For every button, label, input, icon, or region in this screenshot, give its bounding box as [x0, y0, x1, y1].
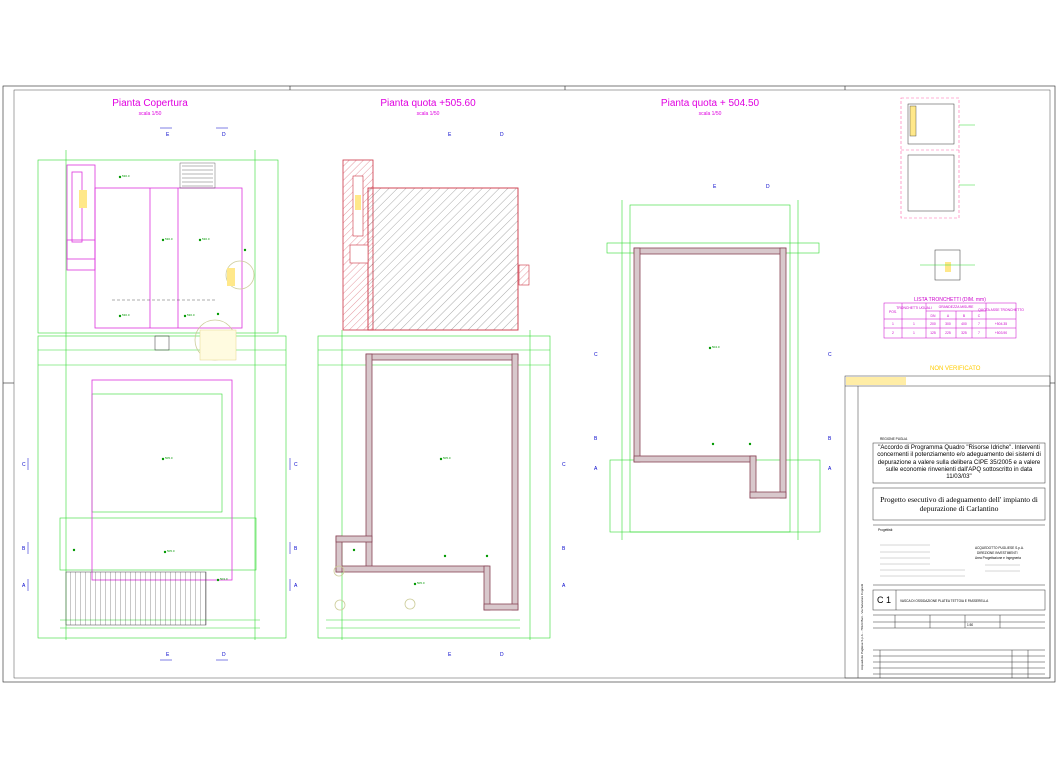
tronchetti-cell: +503.90	[995, 331, 1007, 335]
tronchetti-header-pos: POS.	[889, 310, 897, 314]
tronchetti-header-uguali: TRONCHETTI UGUALI	[896, 306, 931, 310]
svg-text:505.0: 505.0	[443, 456, 451, 460]
svg-text:504.0: 504.0	[712, 345, 720, 349]
axis-d-top-1: D	[222, 132, 226, 138]
axis-a-right-2: A	[562, 583, 566, 589]
axis-c-left-3: C	[594, 352, 598, 358]
svg-text:505.0: 505.0	[165, 456, 173, 460]
plan-scale-quota-504: scala 1/50	[699, 111, 722, 117]
svg-text:503.0: 503.0	[220, 577, 228, 581]
tronchetti-header-quota: QUOTA ASSE TRONCHETTO	[978, 308, 1024, 312]
axis-e-bottom-1: E	[166, 652, 170, 658]
tronchetti-title: LISTA TRONCHETTI (DIM. mm)	[914, 297, 986, 303]
axis-d-bottom-2: D	[500, 652, 504, 658]
tronchetti-cell: 1	[913, 331, 915, 335]
title-block: Acquedotto Pugliese S.p.A. - 70123 Bari …	[844, 375, 1051, 679]
tav-title: VASCA DI OSSIDAZIONE PLATEA TETTOIA E PA…	[900, 599, 989, 603]
tronchetti-cell: 400	[961, 322, 967, 326]
plan-title-copertura: Pianta Copertura	[112, 98, 188, 109]
tronchetti-header-c: C	[978, 314, 981, 318]
svg-text:530.0: 530.0	[165, 237, 173, 241]
tronchetti-cell: 125	[930, 331, 936, 335]
tronchetti-cell: 325	[961, 331, 967, 335]
plan-scale-copertura: scala 1/50	[139, 111, 162, 117]
tronchetti-cell: 300	[945, 322, 951, 326]
svg-text:530.0: 530.0	[202, 237, 210, 241]
company-name: ACQUEDOTTO PUGLIESE S.p.A.	[975, 546, 1024, 550]
axis-b-right-2: B	[562, 546, 566, 552]
axis-c-right-2: C	[562, 462, 566, 468]
project-text-wrap: Progetto esecutivo di adeguamento dell' …	[880, 495, 1038, 513]
tronchetti-cell: 225	[945, 331, 951, 335]
axis-a-left-1: A	[22, 583, 26, 589]
axis-e-top-1: E	[166, 132, 170, 138]
tronchetti-cell: 7	[978, 331, 980, 335]
warning-label: NON VERIFICATO	[930, 366, 981, 372]
axis-markers: C C B B A A C B A C C B B A A D E D E D …	[22, 127, 832, 661]
axis-d-bottom-1: D	[222, 652, 226, 658]
progettisti-label: Progettisti:	[878, 528, 893, 532]
axis-e-top-2: E	[448, 132, 452, 138]
plan-title-quota-504: Pianta quota + 504.50	[661, 98, 760, 109]
tronchetti-header-a: A	[947, 314, 950, 318]
plan-quota-505: 505.0 505.0	[317, 159, 551, 640]
svg-text:530.0: 530.0	[122, 174, 130, 178]
company-direction: DIREZIONE INVESTIMENTI	[977, 551, 1018, 555]
tronchetti-header-dn: DN	[931, 314, 936, 318]
tronchetti-table: LISTA TRONCHETTI (DIM. mm) POS. TRONCHET…	[883, 297, 1024, 339]
axis-a-right-3: A	[828, 466, 832, 472]
plan-copertura: 530.0 530.0 530.0 530.0 530.0 505.0 505.…	[37, 150, 287, 640]
axis-a-left-3: A	[594, 466, 598, 472]
axis-c-right-3: C	[828, 352, 832, 358]
axis-e-top-3: E	[713, 184, 717, 190]
tronchetti-cell: 2	[892, 331, 894, 335]
tronchetti-cell: +504.35	[995, 322, 1007, 326]
plan-title-quota-505: Pianta quota +505.60	[380, 98, 476, 109]
vertical-company-note: Acquedotto Pugliese S.p.A. - 70123 Bari …	[860, 584, 864, 670]
tronchetti-cell: 200	[930, 322, 936, 326]
axis-b-right-3: B	[828, 436, 832, 442]
scale-field: 1:50	[967, 623, 973, 627]
svg-text:505.0: 505.0	[167, 549, 175, 553]
axis-b-left-1: B	[22, 546, 26, 552]
plan-quota-504: 504.0	[606, 200, 821, 540]
tronchetti-cell: 7	[978, 322, 980, 326]
detail-sketch	[900, 97, 975, 281]
axis-c-right-1: C	[294, 462, 298, 468]
axis-b-left-3: B	[594, 436, 598, 442]
tronchetti-header-group: GRANDEZZA MISURE	[939, 305, 975, 309]
tav-code: C 1	[877, 595, 891, 605]
axis-a-right-1: A	[294, 583, 298, 589]
axis-c-left-1: C	[22, 462, 26, 468]
region-label: REGIONE PUGLIA	[880, 437, 908, 441]
plan-scale-quota-505: scala 1/50	[417, 111, 440, 117]
accordo-text: "Accordo di Programma Quadro "Risorse Id…	[877, 444, 1041, 481]
plan-titles: Pianta Copertura scala 1/50 Pianta quota…	[112, 98, 759, 117]
company-area: Area Progettazione e Ingegneria	[975, 556, 1021, 560]
axis-b-right-1: B	[294, 546, 298, 552]
tronchetti-header-b: B	[963, 314, 966, 318]
tronchetti-cell: 1	[892, 322, 894, 326]
axis-d-top-3: D	[766, 184, 770, 190]
svg-text:530.0: 530.0	[187, 313, 195, 317]
svg-text:530.0: 530.0	[122, 313, 130, 317]
project-title: Progetto esecutivo di adeguamento dell' …	[880, 495, 1038, 513]
axis-d-top-2: D	[500, 132, 504, 138]
tronchetti-cell: 1	[913, 322, 915, 326]
accordo-text-wrap: "Accordo di Programma Quadro "Risorse Id…	[877, 444, 1041, 481]
svg-text:505.0: 505.0	[417, 581, 425, 585]
axis-e-bottom-2: E	[448, 652, 452, 658]
